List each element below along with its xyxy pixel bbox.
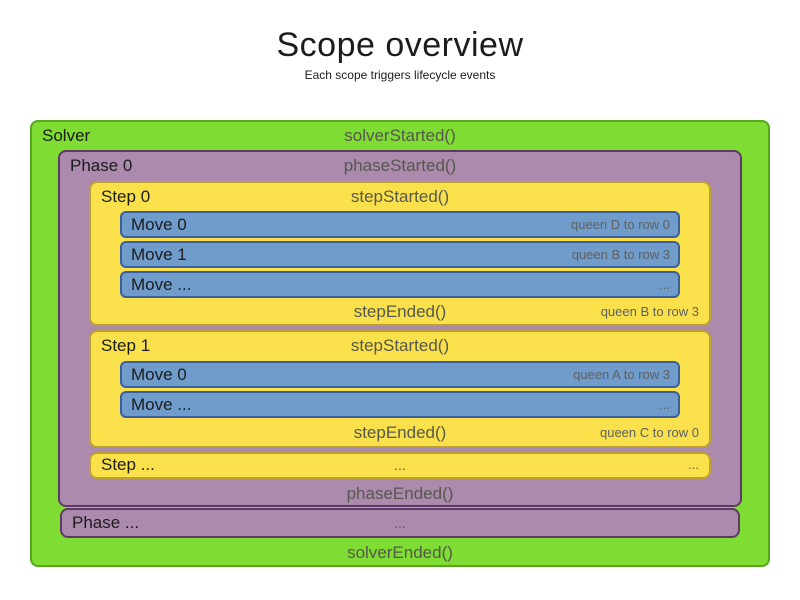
phase-ended-event: phaseEnded() [346, 484, 454, 503]
step0-ended-event: stepEnded() [353, 302, 447, 321]
step1-started-event: stepStarted() [350, 336, 450, 355]
step1-label: Step 1 [101, 336, 151, 355]
phase-more-scope-box: Phase ... ... [60, 508, 740, 538]
solver-header-row: Solver solverStarted() [32, 122, 768, 150]
phase0-footer-row: phaseEnded() [60, 482, 740, 506]
phase0-scope-box: Phase 0 phaseStarted() Step 0 stepStarte… [58, 150, 742, 507]
step0-header-row: Step 0 stepStarted() [91, 183, 709, 211]
phase0-label: Phase 0 [70, 156, 133, 175]
step0-footer-row: stepEnded() queen B to row 3 [91, 300, 709, 324]
diagram-title: Scope overview [276, 26, 524, 64]
step-more-scope-box: Step ... ... ... [89, 452, 711, 479]
solver-ended-event: solverEnded() [347, 543, 453, 562]
move-label: Move ... [131, 395, 192, 414]
move-row: Move 0 queen A to row 3 [120, 361, 680, 388]
move-detail: queen B to row 3 [571, 247, 670, 262]
phase-started-event: phaseStarted() [343, 156, 457, 175]
phase-more-center-ellipsis: ... [394, 515, 406, 531]
solver-scope-box: Solver solverStarted() Phase 0 phaseStar… [30, 120, 770, 567]
phase0-header-row: Phase 0 phaseStarted() [60, 152, 740, 180]
step0-scope-box: Step 0 stepStarted() Move 0 queen D to r… [89, 181, 711, 326]
phase-more-row: Phase ... ... [62, 509, 738, 537]
move-row: Move 1 queen B to row 3 [120, 241, 680, 268]
move-detail: ... [659, 277, 670, 292]
step-more-center-ellipsis: ... [394, 457, 406, 473]
step1-header-row: Step 1 stepStarted() [91, 332, 709, 360]
step0-ended-detail: queen B to row 3 [600, 304, 699, 319]
move-detail: queen A to row 3 [573, 367, 670, 382]
move-row: Move ... ... [120, 391, 680, 418]
step1-footer-row: stepEnded() queen C to row 0 [91, 421, 709, 445]
move-row: Move ... ... [120, 271, 680, 298]
move-label: Move 1 [131, 245, 187, 264]
solver-label: Solver [42, 126, 91, 145]
step0-started-event: stepStarted() [350, 187, 450, 206]
step-more-row: Step ... ... ... [91, 452, 709, 478]
move-label: Move 0 [131, 215, 187, 234]
step1-ended-event: stepEnded() [353, 423, 447, 442]
step0-label: Step 0 [101, 187, 151, 206]
step1-scope-box: Step 1 stepStarted() Move 0 queen A to r… [89, 330, 711, 448]
move-detail: queen D to row 0 [570, 217, 670, 232]
step1-ended-detail: queen C to row 0 [599, 425, 699, 440]
move-label: Move ... [131, 275, 192, 294]
move-detail: ... [659, 397, 670, 412]
phase-more-label: Phase ... [72, 513, 140, 532]
step-more-label: Step ... [101, 455, 155, 474]
diagram-subtitle: Each scope triggers lifecycle events [304, 68, 496, 82]
move-row: Move 0 queen D to row 0 [120, 211, 680, 238]
step-more-right-ellipsis: ... [688, 457, 699, 472]
solver-started-event: solverStarted() [344, 126, 456, 145]
solver-footer-row: solverEnded() [32, 540, 768, 565]
move-label: Move 0 [131, 365, 187, 384]
